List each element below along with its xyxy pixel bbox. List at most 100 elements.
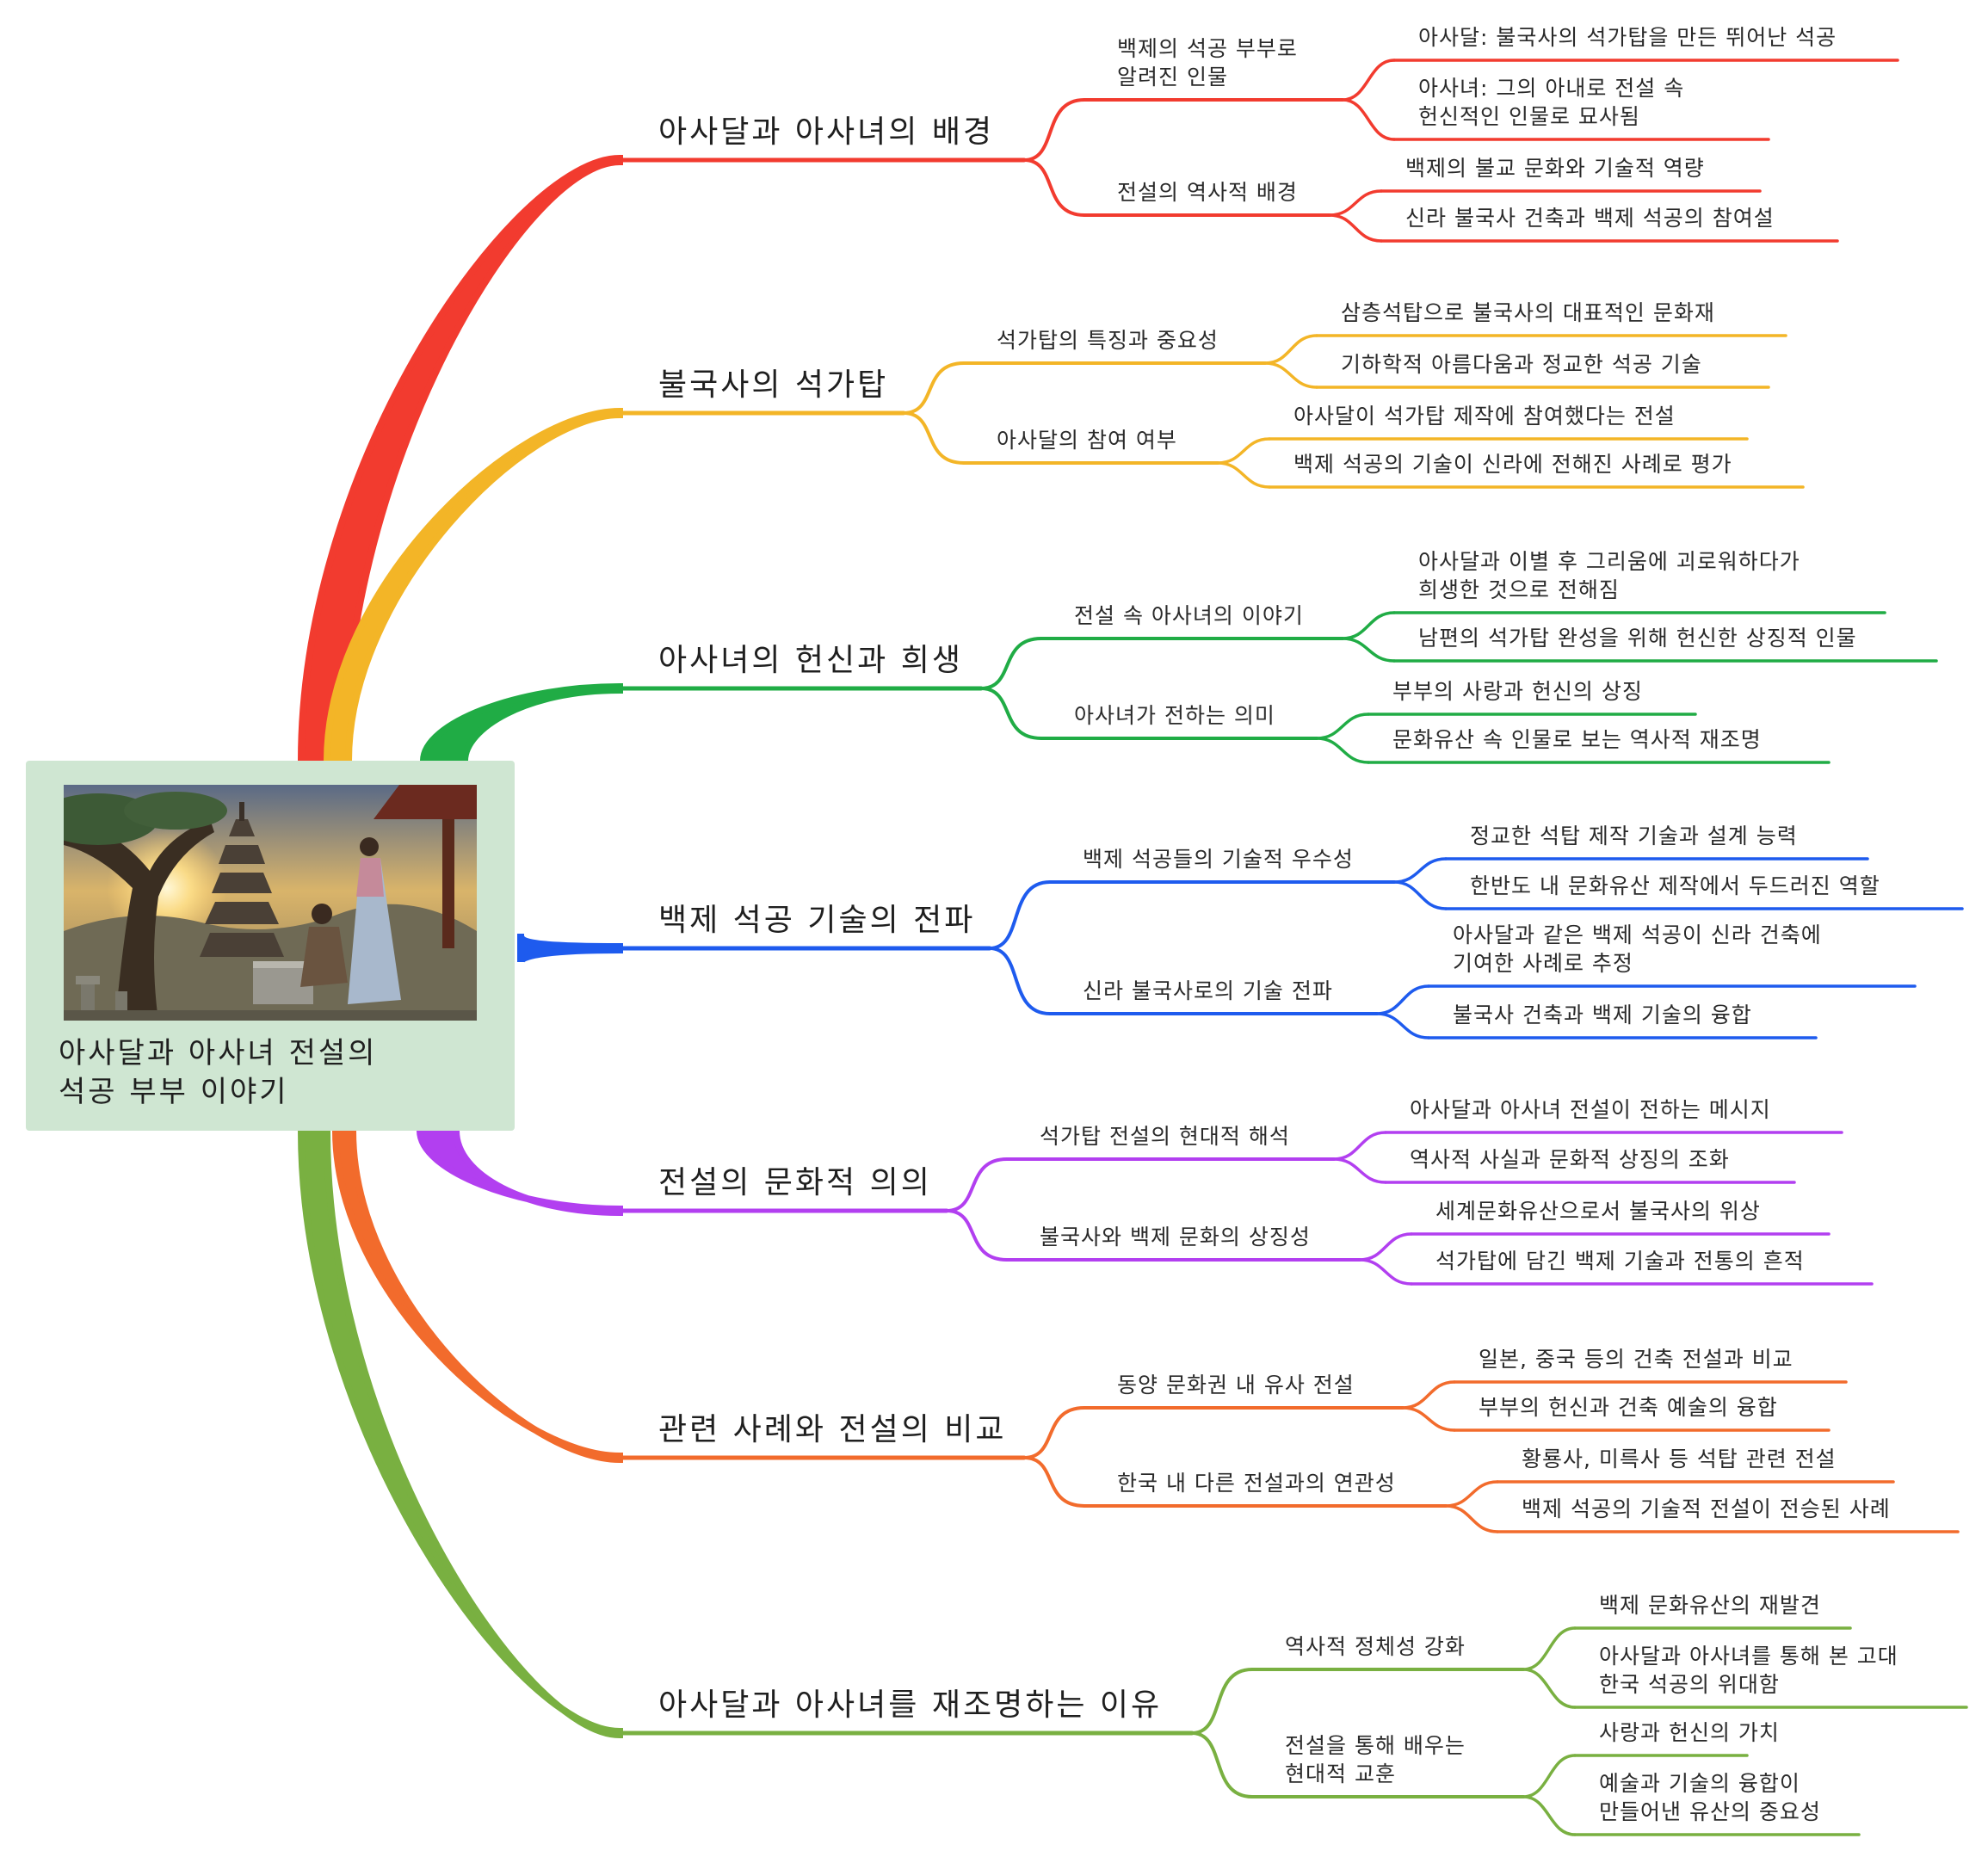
leaf-connector-2-2-2 <box>1216 461 1271 489</box>
leaf-connector-4-2-2 <box>1375 1012 1430 1040</box>
leaf-node-6-2-2[interactable]: 백제 석공의 기술적 전설이 전승된 사례 <box>1522 1496 1891 1521</box>
leaf-node-6-1-2[interactable]: 부부의 헌신과 건축 예술의 융합 <box>1479 1395 1778 1420</box>
leaf-node-7-2-2[interactable]: 예술과 기술의 융합이 만들어낸 유산의 중요성 <box>1599 1771 1821 1824</box>
sub-node-7-1[interactable]: 역사적 정체성 강화 <box>1285 1634 1466 1659</box>
leaf-node-1-1-2[interactable]: 아사녀: 그의 아내로 전설 속 헌신적인 인물로 묘사됨 <box>1418 76 1685 129</box>
leaf-node-2-1-2[interactable]: 기하학적 아름다움과 정교한 석공 기술 <box>1341 352 1702 377</box>
leaf-connector-3-1-2 <box>1341 637 1396 663</box>
leaf-node-2-1-1[interactable]: 삼층석탑으로 불국사의 대표적인 문화재 <box>1341 300 1715 325</box>
branch-connector-4 <box>516 933 623 964</box>
leaf-connector-7-2-2 <box>1522 1795 1577 1836</box>
leaf-connector-7-1-2 <box>1522 1668 1577 1709</box>
legend-illustration <box>64 785 477 1021</box>
branch-node-1[interactable]: 아사달과 아사녀의 배경 <box>658 114 995 150</box>
sub-connector-4-2 <box>988 947 1052 1015</box>
leaf-connector-1-1-1 <box>1341 59 1396 102</box>
leaf-connector-1-2-1 <box>1328 189 1383 217</box>
leaf-node-1-2-1[interactable]: 백제의 불교 문화와 기술적 역량 <box>1405 156 1705 181</box>
leaf-connector-6-2-1 <box>1444 1480 1499 1508</box>
leaf-connector-4-1-1 <box>1392 857 1448 884</box>
leaf-connector-4-2-1 <box>1375 984 1430 1015</box>
branch-node-4[interactable]: 백제 석공 기술의 전파 <box>658 903 976 938</box>
leaf-node-6-2-1[interactable]: 황룡사, 미륵사 등 석탑 관련 전설 <box>1522 1447 1837 1471</box>
sub-node-4-2[interactable]: 신라 불국사로의 기술 전파 <box>1083 978 1333 1003</box>
leaf-node-4-2-1[interactable]: 아사달과 같은 백제 석공이 신라 건축에 기여한 사례로 추정 <box>1453 922 1822 976</box>
leaf-node-3-1-2[interactable]: 남편의 석가탑 완성을 위해 헌신한 상징적 인물 <box>1418 626 1857 651</box>
sub-node-6-2[interactable]: 한국 내 다른 전설과의 연관성 <box>1117 1471 1396 1496</box>
leaf-node-7-1-2[interactable]: 아사달과 아사녀를 통해 본 고대 한국 석공의 위대함 <box>1599 1644 1898 1697</box>
sub-node-5-2[interactable]: 불국사와 백제 문화의 상징성 <box>1040 1225 1311 1249</box>
sub-node-6-1[interactable]: 동양 문화권 내 유사 전설 <box>1117 1373 1355 1397</box>
leaf-connector-2-1-1 <box>1263 334 1318 365</box>
sub-connector-7-2 <box>1190 1731 1254 1798</box>
branch-node-6[interactable]: 관련 사례와 전설의 비교 <box>658 1412 1007 1447</box>
leaf-node-4-1-2[interactable]: 한반도 내 문화유산 제작에서 두드러진 역할 <box>1470 873 1880 898</box>
branch-node-7[interactable]: 아사달과 아사녀를 재조명하는 이유 <box>658 1687 1163 1723</box>
leaf-node-1-2-2[interactable]: 신라 불국사 건축과 백제 석공의 참여설 <box>1405 206 1775 231</box>
leaf-connector-5-1-2 <box>1332 1157 1387 1184</box>
sub-connector-3-2 <box>979 687 1043 740</box>
sub-connector-5-1 <box>945 1157 1009 1212</box>
leaf-node-6-1-1[interactable]: 일본, 중국 등의 건축 전설과 비교 <box>1479 1347 1794 1372</box>
leaf-connector-3-2-2 <box>1315 737 1370 764</box>
branch-node-5[interactable]: 전설의 문화적 의의 <box>658 1165 932 1200</box>
sub-connector-3-1 <box>979 637 1043 690</box>
sub-node-4-1[interactable]: 백제 석공들의 기술적 우수성 <box>1083 847 1354 872</box>
leaf-connector-5-2-2 <box>1358 1258 1413 1286</box>
sub-node-2-2[interactable]: 아사달의 참여 여부 <box>997 428 1177 453</box>
leaf-connector-5-1-1 <box>1332 1131 1387 1161</box>
leaf-connector-6-1-1 <box>1401 1380 1456 1410</box>
leaf-node-5-1-1[interactable]: 아사달과 아사녀 전설이 전하는 메시지 <box>1410 1097 1771 1122</box>
leaf-connector-6-1-2 <box>1401 1406 1456 1432</box>
root-node[interactable]: 아사달과 아사녀 전설의 석공 부부 이야기 <box>26 761 515 1131</box>
leaf-node-3-1-1[interactable]: 아사달과 이별 후 그리움에 괴로워하다가 희생한 것으로 전해짐 <box>1418 549 1800 602</box>
leaf-node-3-2-1[interactable]: 부부의 사랑과 헌신의 상징 <box>1392 679 1643 704</box>
leaf-node-7-2-1[interactable]: 사랑과 헌신의 가치 <box>1599 1720 1780 1745</box>
leaf-connector-2-2-1 <box>1216 437 1271 465</box>
sub-connector-1-2 <box>1022 158 1086 217</box>
sub-node-1-1[interactable]: 백제의 석공 부부로 알려진 인물 <box>1117 36 1298 89</box>
sub-node-3-1[interactable]: 전설 속 아사녀의 이야기 <box>1074 603 1304 628</box>
branch-connector-7 <box>297 1127 623 1739</box>
sub-node-1-2[interactable]: 전설의 역사적 배경 <box>1117 180 1298 205</box>
sub-connector-6-1 <box>1022 1406 1086 1459</box>
sub-connector-4-1 <box>988 880 1052 950</box>
leaf-node-4-1-1[interactable]: 정교한 석탑 제작 기술과 설계 능력 <box>1470 824 1798 848</box>
leaf-node-1-1-1[interactable]: 아사달: 불국사의 석가탑을 만든 뛰어난 석공 <box>1418 25 1837 50</box>
leaf-connector-5-2-1 <box>1358 1232 1413 1262</box>
branch-node-3[interactable]: 아사녀의 헌신과 희생 <box>658 643 963 678</box>
branch-node-2[interactable]: 불국사의 석가탑 <box>658 367 889 403</box>
sub-node-2-1[interactable]: 석가탑의 특징과 중요성 <box>997 328 1219 353</box>
leaf-node-7-1-1[interactable]: 백제 문화유산의 재발견 <box>1599 1593 1821 1618</box>
branch-connector-3 <box>419 682 623 764</box>
leaf-connector-6-2-2 <box>1444 1504 1499 1533</box>
sub-connector-2-1 <box>902 361 966 415</box>
leaf-node-5-2-2[interactable]: 석가탑에 담긴 백제 기술과 전통의 흔적 <box>1435 1249 1805 1274</box>
leaf-node-5-1-2[interactable]: 역사적 사실과 문화적 상징의 조화 <box>1410 1147 1730 1172</box>
leaf-connector-2-1-2 <box>1263 361 1318 389</box>
sub-connector-1-1 <box>1022 98 1086 162</box>
leaf-node-2-2-1[interactable]: 아사달이 석가탑 제작에 참여했다는 전설 <box>1293 404 1676 429</box>
branch-connector-5 <box>416 1127 623 1217</box>
sub-node-7-2[interactable]: 전설을 통해 배우는 현대적 교훈 <box>1285 1733 1466 1786</box>
root-title: 아사달과 아사녀 전설의 석공 부부 이야기 <box>59 1036 378 1109</box>
leaf-node-5-2-1[interactable]: 세계문화유산으로서 불국사의 위상 <box>1435 1199 1761 1224</box>
sub-node-5-1[interactable]: 석가탑 전설의 현대적 해석 <box>1040 1124 1290 1149</box>
leaf-connector-3-2-1 <box>1315 713 1370 740</box>
sub-connector-6-2 <box>1022 1456 1086 1508</box>
leaf-node-4-2-2[interactable]: 불국사 건축과 백제 기술의 융합 <box>1453 1003 1752 1027</box>
leaf-connector-1-2-2 <box>1328 213 1383 243</box>
sub-connector-7-1 <box>1190 1668 1254 1735</box>
leaf-connector-7-2-1 <box>1522 1754 1577 1798</box>
sub-connector-2-2 <box>902 411 966 465</box>
leaf-node-3-2-2[interactable]: 문화유산 속 인물로 보는 역사적 재조명 <box>1392 727 1762 752</box>
sub-node-3-2[interactable]: 아사녀가 전하는 의미 <box>1074 703 1275 728</box>
leaf-node-2-2-2[interactable]: 백제 석공의 기술이 신라에 전해진 사례로 평가 <box>1293 452 1732 477</box>
leaf-connector-3-1-1 <box>1341 611 1396 640</box>
leaf-connector-1-1-2 <box>1341 98 1396 141</box>
leaf-connector-7-1-1 <box>1522 1626 1577 1671</box>
sub-connector-5-2 <box>945 1209 1009 1262</box>
leaf-connector-4-1-2 <box>1392 880 1448 910</box>
